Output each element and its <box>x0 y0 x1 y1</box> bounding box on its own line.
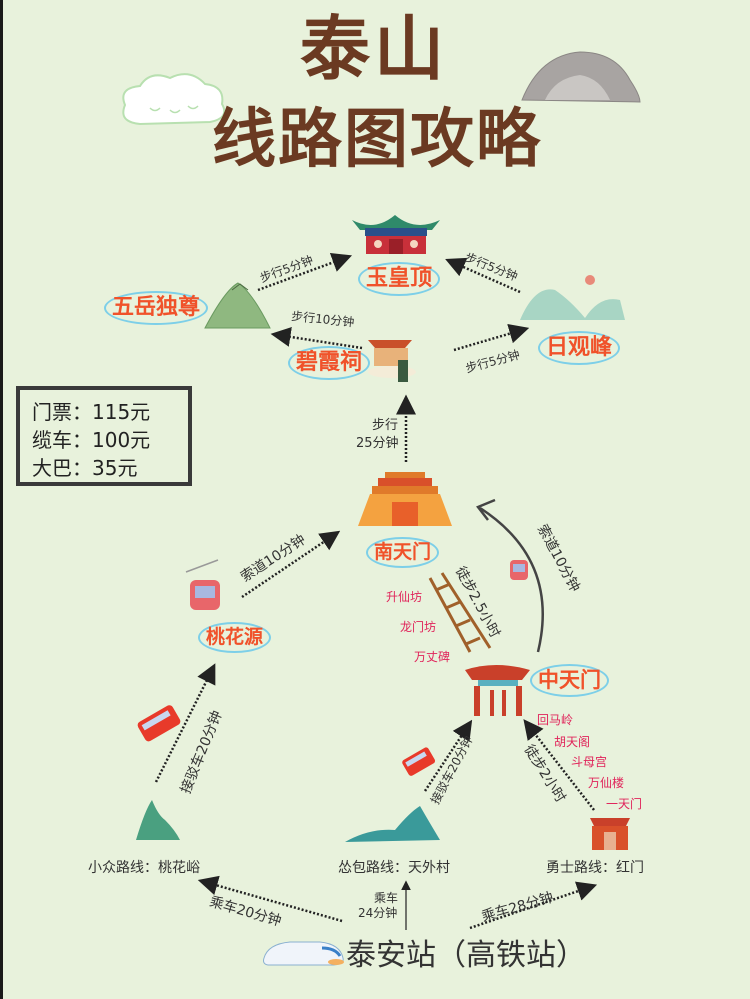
waypoint-huimaling: 回马岭 <box>537 713 574 727</box>
place-zhongtianmen[interactable]: 中天门 <box>530 664 609 697</box>
price-ticket: 门票：115元 <box>32 400 151 424</box>
waypoint-wanxianlou: 万仙楼 <box>588 776 625 790</box>
waypoint-shengxianfang: 升仙坊 <box>386 590 423 604</box>
waypoint-hutiange: 胡天阁 <box>554 735 591 749</box>
highlight-ring <box>366 537 440 568</box>
place-wuyueduzun[interactable]: 五岳独尊 <box>104 291 209 325</box>
edge-label-station-hongmen: 乘车28分钟 <box>480 889 556 926</box>
edge-label-station-tianwai-2: 24分钟 <box>358 906 398 920</box>
edge-label-nantian-bixia-2: 25分钟 <box>356 436 399 451</box>
title-sub: 线路图攻略 <box>212 103 542 177</box>
edge-label-zhongtian-cable: 索道10分钟 <box>533 522 583 595</box>
cloud-icon <box>122 73 226 126</box>
train-icon <box>263 941 344 966</box>
edge-label-bixia-wuyue: 步行10分钟 <box>290 309 355 330</box>
edge-label-station-taohuayu: 乘车20分钟 <box>207 894 283 930</box>
edge-label-tianwai-bus: 接驳车20分钟 <box>428 733 476 807</box>
edge-label-wuyue-yuhuang: 步行5分钟 <box>258 252 316 286</box>
highlight-ring <box>538 331 621 365</box>
edge-label-nantian-bixia-1: 步行 <box>372 418 399 433</box>
place-yuhuangding[interactable]: 玉皇顶 <box>358 262 441 296</box>
mountain-icon-taohuayu <box>136 800 180 840</box>
edge-label-taohua-cable: 索道10分钟 <box>238 531 309 586</box>
title-main: 泰山 <box>300 8 448 90</box>
edge-label-zhongtian-walk: 徒步2.5小时 <box>451 564 503 641</box>
mountain-icon-tianwai <box>345 806 440 842</box>
station-label[interactable]: 泰安站（高铁站） <box>346 938 586 973</box>
edge-label-station-tianwai-1: 乘车 <box>374 891 399 905</box>
mountain-icon <box>204 282 271 329</box>
highlight-ring <box>358 262 441 296</box>
bus-icon-1 <box>137 705 181 742</box>
temple-icon <box>352 215 440 254</box>
waypoint-longmenfang: 龙门坊 <box>400 620 437 634</box>
red-gate-icon <box>590 818 630 850</box>
highlight-ring <box>104 291 209 325</box>
place-nantianmen[interactable]: 南天门 <box>366 537 440 568</box>
price-box: 门票：115元 缆车：100元 大巴：35元 <box>16 386 192 486</box>
edge-label-hongmen-walk: 徒步2小时 <box>520 742 569 806</box>
place-bixiaci[interactable]: 碧霞祠 <box>288 346 371 380</box>
route-yongshi[interactable]: 勇士路线：红门 <box>546 860 644 876</box>
waypoint-doumugong: 斗母宫 <box>571 755 608 769</box>
price-cable: 缆车：100元 <box>32 428 151 452</box>
sunrise-peak-icon <box>520 275 625 320</box>
cable-car-icon <box>185 559 220 610</box>
waypoint-yitianmen: 一天门 <box>606 797 643 811</box>
cable-car-icon-2 <box>510 560 528 580</box>
gate-icon-nantianmen <box>358 472 452 526</box>
place-taohuayuan[interactable]: 桃花源 <box>198 622 272 653</box>
waypoint-wanzhangbei: 万丈碑 <box>414 650 451 664</box>
price-bus: 大巴：35元 <box>32 456 138 480</box>
rock-icon <box>521 51 641 103</box>
shrine-icon <box>368 340 416 382</box>
archway-icon <box>465 665 530 716</box>
place-riguanfeng[interactable]: 日观峰 <box>538 331 621 365</box>
edge-label-riguan-yuhuang: 步行5分钟 <box>462 250 520 284</box>
edge-label-taohuayu-bus: 接驳车20分钟 <box>178 708 226 796</box>
bus-icon-2 <box>402 747 436 776</box>
left-edge-border <box>0 0 3 999</box>
route-songbao[interactable]: 怂包路线：天外村 <box>338 860 450 876</box>
route-xiaozhong[interactable]: 小众路线：桃花峪 <box>88 860 200 876</box>
highlight-ring <box>288 346 371 380</box>
edge-label-bixia-riguan: 步行5分钟 <box>464 347 522 376</box>
highlight-ring <box>198 622 272 653</box>
highlight-ring <box>530 664 609 697</box>
